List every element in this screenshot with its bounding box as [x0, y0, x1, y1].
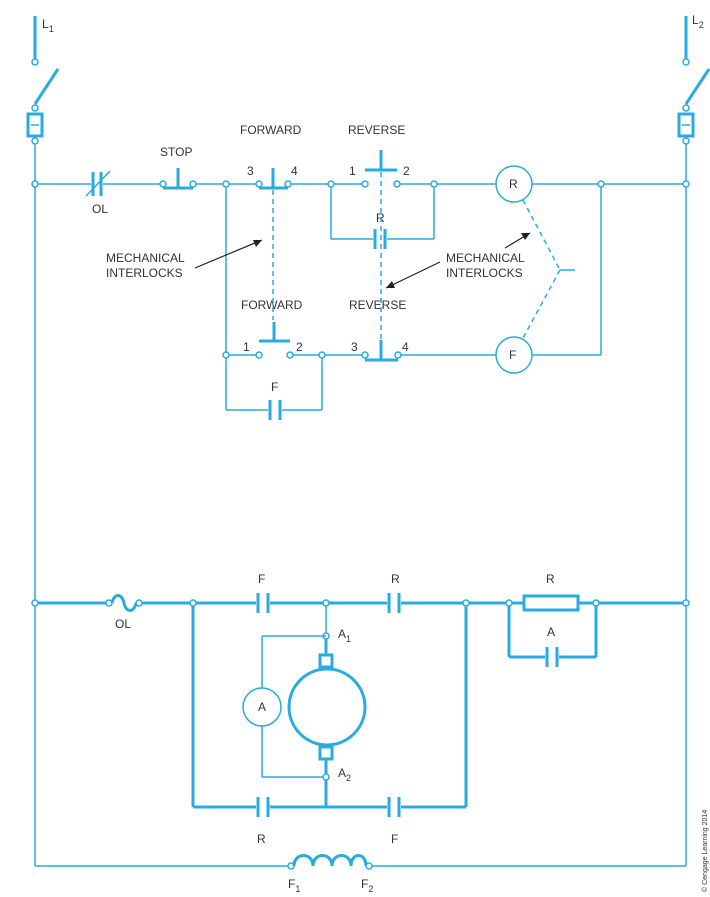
- svg-text:INTERLOCKS: INTERLOCKS: [446, 266, 523, 280]
- svg-text:F: F: [509, 348, 516, 362]
- svg-text:F: F: [258, 572, 265, 586]
- svg-text:R: R: [391, 572, 400, 586]
- forward-top-label: FORWARD: [240, 123, 302, 137]
- svg-text:R: R: [546, 572, 555, 586]
- svg-text:F2: F2: [361, 877, 373, 894]
- svg-text:F: F: [271, 380, 278, 394]
- copyright-notice: © Cengage Learning 2014: [701, 810, 709, 892]
- svg-text:A2: A2: [338, 766, 351, 783]
- svg-text:2: 2: [296, 340, 303, 354]
- svg-text:MECHANICAL: MECHANICAL: [106, 251, 185, 265]
- svg-text:A: A: [258, 700, 266, 714]
- svg-text:4: 4: [402, 340, 409, 354]
- control-rung-forward: 1 2 FORWARD 3 4 REVERSE F F: [222, 187, 602, 420]
- svg-text:MECHANICAL: MECHANICAL: [446, 251, 525, 265]
- svg-text:F: F: [391, 832, 398, 846]
- control-rung-reverse: OL STOP 3 4 FORWARD 1 2 REVERSE: [31, 123, 690, 249]
- stop-label: STOP: [160, 145, 192, 159]
- svg-text:A: A: [547, 625, 555, 639]
- svg-text:INTERLOCKS: INTERLOCKS: [106, 266, 183, 280]
- l1-supply: L1: [26, 16, 60, 866]
- svg-text:R: R: [509, 177, 518, 191]
- ol-control-label: OL: [92, 202, 108, 216]
- svg-text:2: 2: [403, 164, 410, 178]
- svg-text:4: 4: [291, 164, 298, 178]
- mechanical-interlocks: MECHANICAL INTERLOCKS MECHANICAL INTERLO…: [106, 172, 575, 340]
- reverse-top-label: REVERSE: [348, 123, 405, 137]
- power-circuit: OL F R R A A1: [31, 572, 690, 894]
- forward-bottom-label: FORWARD: [241, 298, 303, 312]
- svg-text:R: R: [257, 832, 266, 846]
- svg-text:3: 3: [247, 164, 254, 178]
- reverse-bottom-label: REVERSE: [349, 298, 406, 312]
- dc-motor-armature: [287, 667, 367, 747]
- svg-text:L2: L2: [692, 13, 704, 30]
- svg-text:OL: OL: [115, 617, 131, 631]
- svg-text:1: 1: [349, 164, 356, 178]
- svg-text:L1: L1: [42, 17, 54, 34]
- l2-supply: L2: [677, 13, 710, 600]
- svg-text:F1: F1: [288, 877, 300, 894]
- svg-text:A1: A1: [338, 627, 351, 644]
- svg-text:3: 3: [351, 340, 358, 354]
- svg-text:1: 1: [243, 340, 250, 354]
